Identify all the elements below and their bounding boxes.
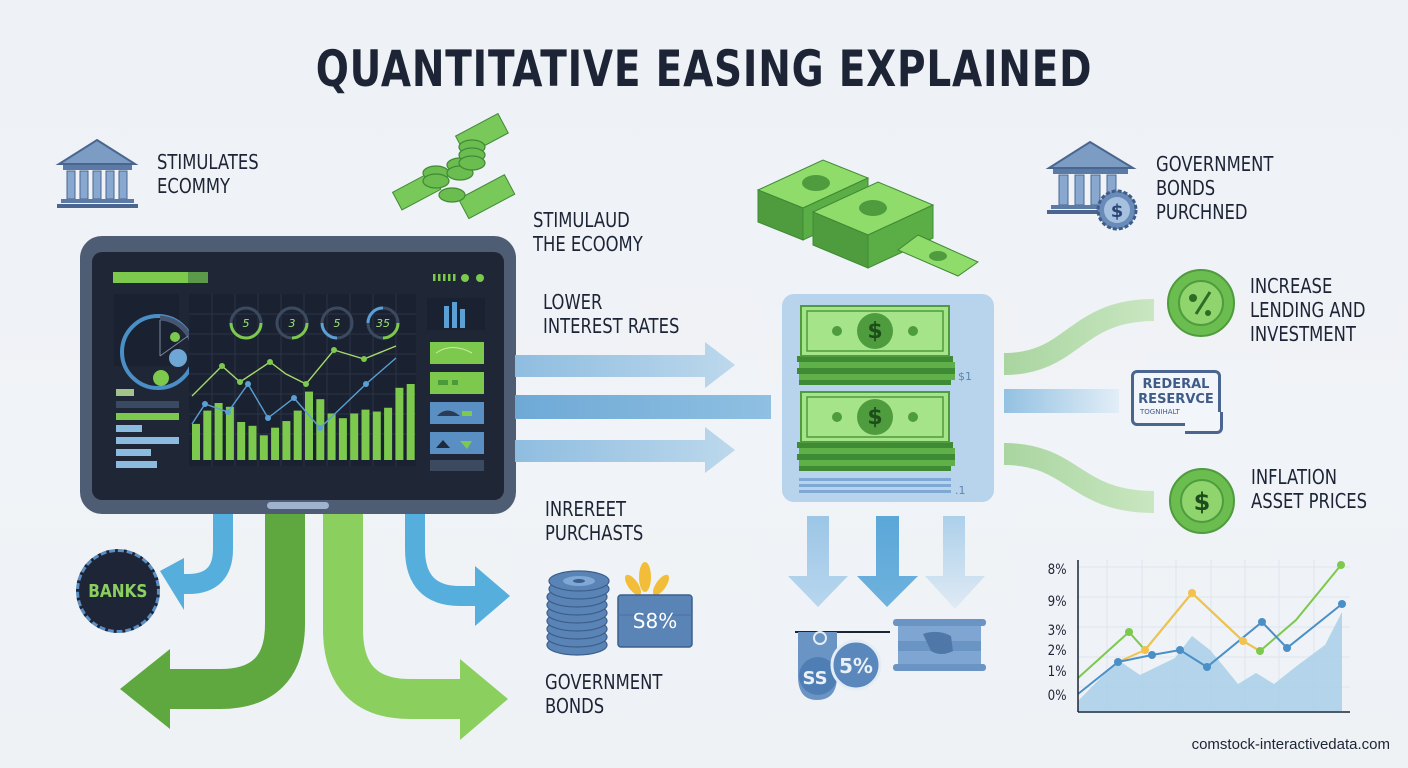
gauge-1-value: 5 <box>243 317 250 330</box>
dashboard-bar <box>372 411 381 460</box>
label-lower-interest-rates: LOWER INTEREST RATES <box>543 290 680 338</box>
flow-arrows-from-monitor <box>120 514 510 740</box>
stack-mark-top: $1 <box>958 370 972 383</box>
banks-label: BANKS <box>88 580 148 602</box>
dashboard-bar <box>406 384 415 460</box>
bank-dollar-icon: $ <box>1045 140 1138 231</box>
label-stimulaud-economy: STIMULAUD THE ECOOMY <box>533 208 643 256</box>
dashboard-bar <box>203 410 212 460</box>
dashboard-bar <box>361 409 370 460</box>
dashboard-bar <box>225 406 234 460</box>
label-inflation-asset-prices: INFLATION ASSET PRICES <box>1251 465 1367 513</box>
treasury-box-icon <box>893 619 986 671</box>
coin-stack-icon <box>546 570 610 656</box>
bond-tag-icon: S8% <box>617 562 693 648</box>
label-inrereet-purchasts: INREREET PURCHASTS <box>545 497 644 545</box>
label-government-bonds: GOVERNMENT BONDS <box>545 670 663 718</box>
fed-sign-line1: REDERAL <box>1142 377 1210 392</box>
rate-badge-right: 5% <box>839 654 873 678</box>
svg-text:$: $ <box>1111 201 1124 222</box>
label-increase-lending: INCREASE LENDING AND INVESTMENT <box>1250 274 1366 346</box>
fed-sign-line2: RESERVCE <box>1138 392 1214 407</box>
banks-badge: BANKS <box>76 549 160 633</box>
cash-stack-icon: $ $ $1 .1 <box>797 305 972 497</box>
y-tick-4: 3% <box>1048 623 1067 639</box>
dashboard-bar <box>327 413 336 460</box>
fed-sign-line3: TOGNIHALT <box>1140 408 1180 416</box>
money-stacks-icon <box>756 159 980 277</box>
dashboard-screen: 5 3 5 35 <box>113 272 485 471</box>
dashboard-bar <box>305 391 313 460</box>
rate-badge-left: SS <box>802 668 827 689</box>
y-tick-1: 0% <box>1048 688 1067 704</box>
svg-text:$: $ <box>867 319 882 344</box>
stack-mark-bottom: .1 <box>955 484 966 497</box>
dashboard-bar <box>338 418 347 460</box>
y-tick-2: 1% <box>1048 664 1067 680</box>
bank-icon <box>55 138 139 208</box>
y-tick-5: 9% <box>1048 594 1067 610</box>
dashboard-bar <box>350 413 359 460</box>
dashboard-bar <box>395 387 404 460</box>
dashboard-bar <box>237 422 246 460</box>
gauge-4-value: 35 <box>376 317 390 330</box>
flow-arrows-to-money <box>515 342 771 473</box>
svg-text:$: $ <box>867 405 882 430</box>
inflation-line-chart: 8% 9% 3% 2% 1% 0% <box>1048 560 1350 713</box>
dashboard-bar <box>259 435 268 460</box>
dashboard-bar <box>192 423 200 460</box>
y-tick-3: 2% <box>1048 643 1067 659</box>
lending-coin-icon <box>1167 269 1235 337</box>
inflation-coin-icon: $ <box>1169 468 1235 534</box>
watermark: comstock-interactivedata.com <box>1191 736 1390 753</box>
y-tick-6: 8% <box>1048 562 1067 578</box>
svg-text:$: $ <box>1194 488 1211 516</box>
label-stimulates-economy: STIMULATES ECOMMY <box>157 150 259 198</box>
dashboard-bar <box>271 427 280 460</box>
dashboard-bar <box>282 421 291 460</box>
page-title: QUANTITATIVE EASING EXPLAINED <box>315 40 1093 98</box>
dashboard-bar <box>248 425 257 460</box>
rate-badges-icon: SS 5% <box>795 631 890 700</box>
gauge-2-value: 3 <box>289 317 296 330</box>
dashboard-bar <box>384 407 393 460</box>
dashboard-bar <box>293 410 302 460</box>
flow-curves-right <box>1003 299 1155 513</box>
dashboard-bar <box>214 403 223 460</box>
bond-tag-value: S8% <box>633 609 677 633</box>
fed-sign-tab <box>1185 412 1223 434</box>
flow-arrows-down <box>788 516 985 609</box>
gauge-3-value: 5 <box>334 317 341 330</box>
money-pile-icon <box>391 112 516 220</box>
label-gov-bonds-purchased: GOVERNMENT BONDS PURCHNED <box>1156 152 1274 224</box>
